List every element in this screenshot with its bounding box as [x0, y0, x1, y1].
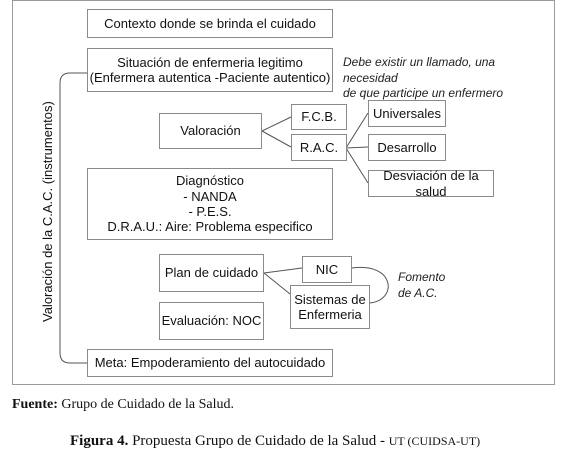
box-sistemas: Sistemas de Enfermeria: [290, 285, 370, 329]
box-fcb: F.C.B.: [291, 104, 347, 130]
caption-figure-text: Propuesta Grupo de Cuidado de la Salud -: [128, 433, 389, 449]
connector-fomento-curve: [351, 266, 389, 304]
connector-rac-universales: [345, 112, 369, 149]
box-evaluacion-label: Evaluación: NOC: [161, 313, 262, 329]
box-fcb-label: F.C.B.: [301, 109, 337, 125]
box-desviacion: Desviación de la salud: [368, 168, 494, 199]
box-situacion-line1: Situación de enfermeria legitimo: [117, 54, 303, 70]
box-evaluacion: Evaluación: NOC: [159, 302, 264, 340]
connector-rac-desviacion: [345, 147, 369, 184]
box-desviacion-label: Desviación de la salud: [383, 168, 479, 199]
caption-source-label: Fuente:: [12, 397, 58, 412]
note-debe: Debe existir un llamado, una necesidad d…: [343, 55, 553, 102]
caption-figure-label: Figura 4.: [70, 433, 129, 449]
caption-source: Fuente: Grupo de Cuidado de la Salud.: [12, 397, 234, 413]
box-universales: Universales: [368, 100, 446, 127]
left-bracket: [59, 72, 88, 364]
box-rac-label: R.A.C.: [299, 139, 339, 155]
box-situacion-line2: (Enfermera autentica -Paciente autentico…: [89, 70, 331, 85]
box-contexto: Contexto donde se brinda el cuidado: [87, 9, 333, 38]
side-label-valoracion-cac: Valoración de la C.A.C. (instrumentos): [40, 101, 55, 322]
box-universales-label: Universales: [373, 105, 441, 121]
note-fomento: Fomento de A.C.: [398, 270, 468, 301]
connector-plan-sistemas: [263, 272, 291, 295]
connector-rac-desarrollo: [345, 146, 369, 149]
box-diagnostico-line1: Diagnóstico: [176, 173, 244, 189]
caption-source-text: Grupo de Cuidado de la Salud.: [57, 397, 235, 412]
box-diagnostico-line2: - NANDA: [183, 188, 237, 204]
box-meta: Meta: Empoderamiento del autocuidado: [87, 349, 333, 377]
box-contexto-label: Contexto donde se brinda el cuidado: [104, 15, 316, 31]
connector-valoracion-fcb: [261, 116, 292, 132]
caption-figure-tail: UT (CUIDSA-UT): [388, 434, 481, 448]
box-meta-label: Meta: Empoderamiento del autocuidado: [94, 355, 326, 371]
box-sistemas-line2: Enfermeria: [298, 307, 362, 322]
box-plan-label: Plan de cuidado: [164, 265, 259, 281]
connector-valoracion-rac: [261, 130, 292, 148]
box-desarrollo-label: Desarrollo: [377, 139, 437, 155]
box-diagnostico: Diagnóstico - NANDA - P.E.S. D.R.A.U.: A…: [87, 168, 333, 240]
note-fomento-line1: Fomento: [398, 270, 446, 284]
box-desarrollo: Desarrollo: [368, 134, 446, 161]
box-diagnostico-line4: D.R.A.U.: Aire: Problema especifico: [107, 219, 313, 235]
caption-figure: Figura 4. Propuesta Grupo de Cuidado de …: [70, 433, 480, 450]
note-fomento-line2: de A.C.: [398, 285, 438, 300]
box-nic-label: NIC: [315, 261, 339, 277]
box-diagnostico-line3: - P.E.S.: [188, 204, 232, 219]
box-valoracion: Valoración: [159, 113, 262, 149]
box-situacion: Situación de enfermeria legitimo (Enferm…: [87, 48, 333, 92]
note-debe-line1: Debe existir un llamado, una necesidad: [343, 55, 496, 85]
figure-frame: [12, 0, 555, 385]
note-debe-line2: de que participe un enfermero: [343, 86, 504, 101]
box-valoracion-label: Valoración: [180, 123, 241, 139]
box-sistemas-line1: Sistemas de: [294, 291, 366, 307]
box-plan: Plan de cuidado: [159, 254, 264, 292]
box-nic: NIC: [302, 256, 352, 283]
box-rac: R.A.C.: [291, 134, 347, 161]
connector-plan-nic: [263, 267, 303, 274]
